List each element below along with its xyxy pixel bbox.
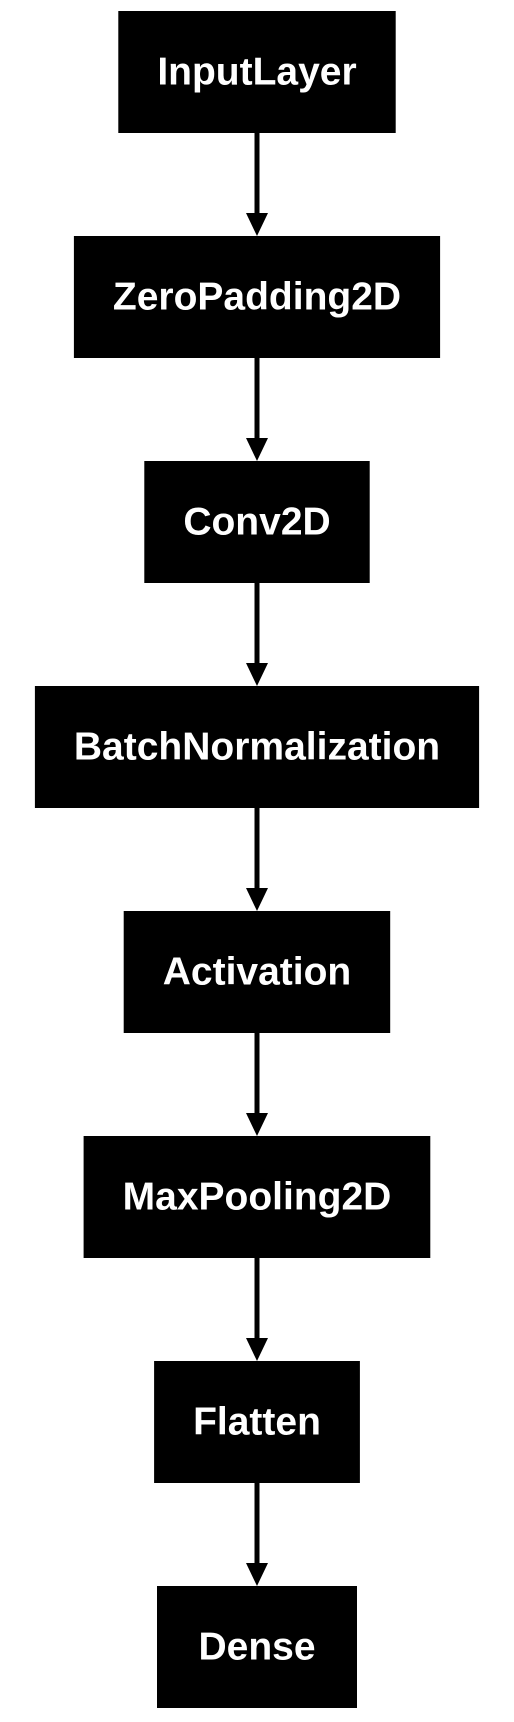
node-box bbox=[144, 461, 370, 583]
node-box bbox=[73, 236, 441, 358]
node-input-layer: InputLayer bbox=[118, 11, 396, 133]
node-label: Activation bbox=[163, 951, 352, 994]
node-label: Flatten bbox=[193, 1401, 321, 1444]
node-box bbox=[118, 11, 396, 133]
edge-max-pooling-2d-to-flatten bbox=[246, 1258, 268, 1361]
edge-zero-padding-2d-to-conv2d bbox=[246, 358, 268, 461]
node-conv2d: Conv2D bbox=[144, 461, 370, 583]
edge-input-layer-to-zero-padding-2d bbox=[246, 133, 268, 236]
node-box bbox=[154, 1361, 360, 1483]
node-label: BatchNormalization bbox=[74, 726, 440, 769]
node-label: Dense bbox=[198, 1626, 315, 1669]
node-batch-normalization: BatchNormalization bbox=[34, 686, 480, 808]
node-zero-padding-2d: ZeroPadding2D bbox=[73, 236, 441, 358]
node-label: InputLayer bbox=[157, 51, 356, 94]
node-label: ZeroPadding2D bbox=[113, 276, 401, 319]
node-box bbox=[123, 911, 391, 1033]
node-dense: Dense bbox=[157, 1586, 357, 1708]
node-max-pooling-2d: MaxPooling2D bbox=[83, 1136, 431, 1258]
arrowhead-icon bbox=[246, 213, 268, 236]
node-activation: Activation bbox=[123, 911, 391, 1033]
edge-batch-normalization-to-activation bbox=[246, 808, 268, 911]
node-box bbox=[157, 1586, 357, 1708]
edge-flatten-to-dense bbox=[246, 1483, 268, 1586]
node-flatten: Flatten bbox=[154, 1361, 360, 1483]
node-box bbox=[34, 686, 480, 808]
node-label: MaxPooling2D bbox=[123, 1176, 392, 1219]
arrowhead-icon bbox=[246, 1563, 268, 1586]
edge-activation-to-max-pooling-2d bbox=[246, 1033, 268, 1136]
arrowhead-icon bbox=[246, 1338, 268, 1361]
arrowhead-icon bbox=[246, 663, 268, 686]
arrowhead-icon bbox=[246, 1113, 268, 1136]
node-box bbox=[83, 1136, 431, 1258]
arrowhead-icon bbox=[246, 888, 268, 911]
node-label: Conv2D bbox=[183, 501, 330, 544]
edge-conv2d-to-batch-normalization bbox=[246, 583, 268, 686]
arrowhead-icon bbox=[246, 438, 268, 461]
edges-group bbox=[246, 133, 268, 1586]
